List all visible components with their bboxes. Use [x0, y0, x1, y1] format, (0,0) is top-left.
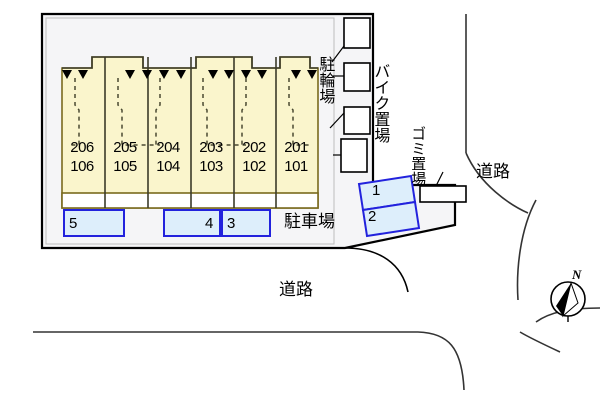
unit-number-lower: 101: [284, 158, 308, 175]
building-outline: [61, 56, 319, 209]
parking-slot-label-5: 5: [69, 215, 78, 232]
compass-rose: [550, 281, 586, 322]
parking-lot-label: 駐車場: [284, 212, 335, 232]
building-unit-dividers: [104, 57, 277, 208]
parking-slot-label-4: 4: [205, 215, 214, 232]
road-label-right: 道路: [476, 162, 510, 182]
road-right: [465, 14, 600, 353]
unit-number-upper: 205: [113, 139, 137, 156]
compass-north-label: N: [572, 267, 582, 282]
parking-slot-2: [361, 200, 421, 238]
road-label-bottom: 道路: [279, 280, 313, 300]
unit-number-lower: 105: [113, 158, 137, 175]
building-corridor-strip: [61, 192, 319, 209]
parking-slot-boxes-bottom: [63, 209, 271, 237]
parking-slot-5: [63, 209, 125, 237]
motorbike-parking-label: バイク置場: [371, 63, 391, 143]
road-bottom: [33, 331, 465, 391]
entrance-markers: [62, 70, 317, 79]
bicycle-parking-leaders: [329, 45, 345, 156]
bicycle-parking-label: 駐輪場: [316, 56, 336, 104]
unit-number-upper: 201: [284, 139, 308, 156]
site-inner-edge: [45, 17, 335, 245]
building-roof-steps: [62, 56, 318, 69]
unit-number-lower: 102: [242, 158, 266, 175]
unit-number-lower: 103: [199, 158, 223, 175]
garbage-area-leader: [435, 171, 444, 187]
unit-number-upper: 204: [156, 139, 180, 156]
parking-slot-label-2: 2: [368, 208, 377, 225]
parking-slot-label-1: 1: [372, 182, 381, 199]
unit-number-lower: 106: [70, 158, 94, 175]
parking-slot-label-3: 3: [227, 215, 236, 232]
parking-slot-boxes-angled: [357, 174, 421, 238]
site-corner-chamfer: [344, 247, 409, 293]
unit-number-upper: 206: [70, 139, 94, 156]
parking-slot-3: [221, 209, 271, 237]
parking-slot-4: [163, 209, 221, 237]
building-partition-dashes: [68, 78, 312, 146]
unit-number-upper: 203: [199, 139, 223, 156]
garbage-area-label: ゴミ置場: [409, 126, 428, 186]
unit-number-upper: 202: [242, 139, 266, 156]
garbage-area-box: [419, 185, 467, 203]
unit-number-lower: 104: [156, 158, 180, 175]
bicycle-parking-boxes: [340, 17, 371, 173]
